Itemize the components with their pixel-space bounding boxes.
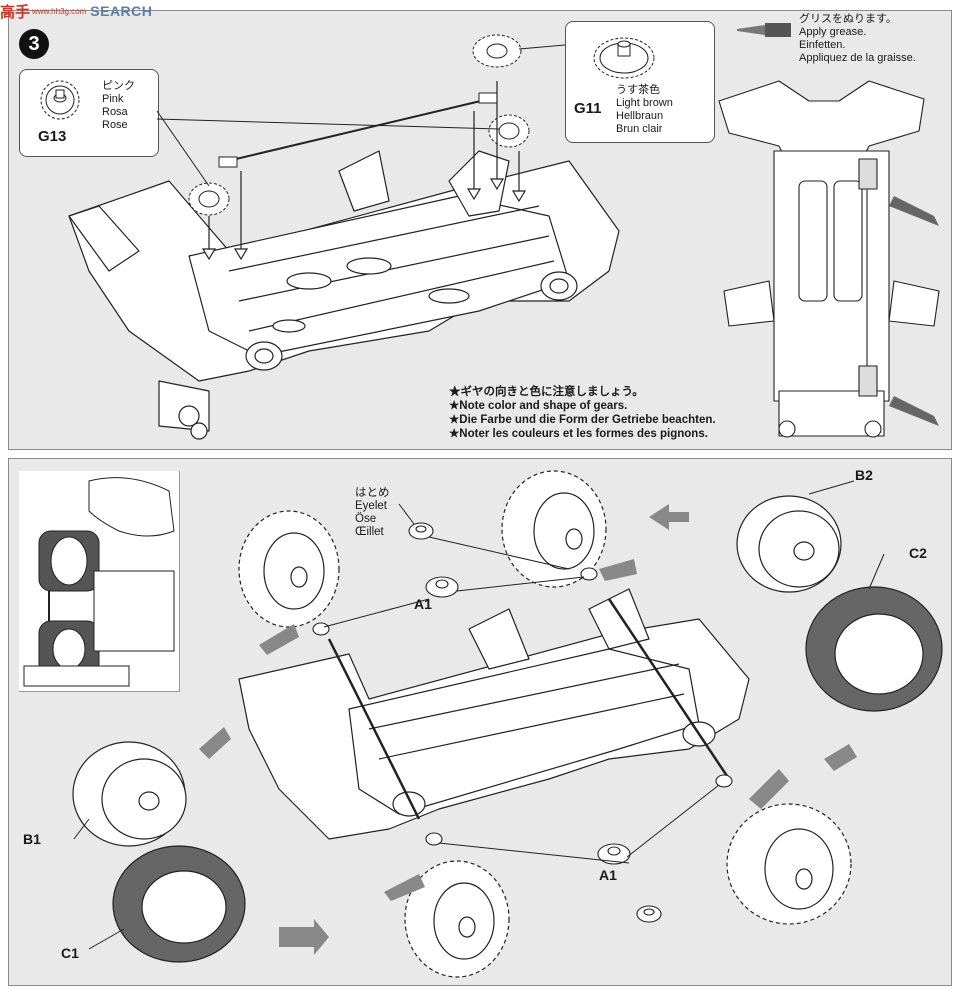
g13-code: G13 [38, 128, 67, 145]
g11-callout: G11 うす茶色 Light brown Hellbraun Brun clai… [565, 21, 715, 143]
step-4-panel: 4 [8, 458, 952, 986]
part-b1-label: B1 [23, 831, 41, 847]
wheel-assembly-illustration [72, 470, 943, 978]
step-3-badge: 3 [19, 29, 49, 59]
pink-gear-icon [40, 80, 80, 120]
site-watermark: 高手 www.hh3g.com SEARCH [0, 0, 152, 22]
grease-instruction: グリスをぬります。 Apply grease. Einfetten. Appli… [799, 13, 916, 64]
watermark-brand-en: SEARCH [90, 3, 153, 19]
g11-color-label: うす茶色 Light brown Hellbraun Brun clair [616, 84, 673, 135]
part-c2-label: C2 [909, 545, 927, 561]
part-a1-top-label: A1 [414, 596, 432, 612]
chassis-assembly-illustration [68, 34, 620, 440]
part-b2-label: B2 [855, 467, 873, 483]
part-a1-bottom-label: A1 [599, 867, 617, 883]
g11-code: G11 [574, 100, 602, 117]
chassis-top-view-illustration [718, 80, 940, 438]
watermark-site: www.hh3g.com [32, 6, 87, 16]
g13-color-label: ピンク Pink Rosa Rose [102, 80, 135, 131]
eyelet-label: はとめ Eyelet Öse Œillet [355, 487, 390, 538]
hand-pressing-wheel-illustration [23, 477, 175, 687]
watermark-brand-jp: 高手 [0, 3, 31, 21]
grease-applicator-icon [737, 23, 791, 37]
wheel-press-inset [19, 471, 180, 692]
light-brown-gear-icon [593, 37, 655, 79]
step-3-panel: 3 G13 ピンク Pink Rosa Rose [8, 10, 952, 450]
gear-orientation-note: ★ギヤの向きと色に注意しましょう。 ★Note color and shape … [449, 386, 716, 440]
part-c1-label: C1 [61, 945, 79, 961]
g13-callout: G13 ピンク Pink Rosa Rose [19, 69, 159, 157]
